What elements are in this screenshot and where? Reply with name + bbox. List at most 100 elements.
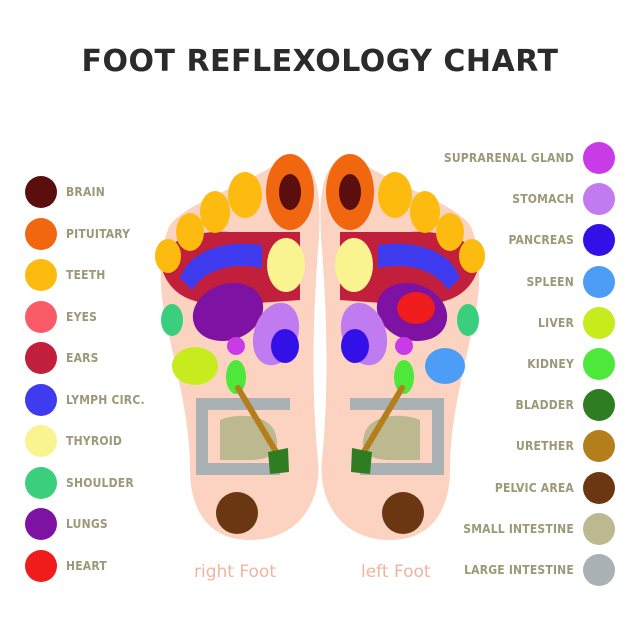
thyroid-zone [267,238,305,292]
legend-swatch [583,471,615,504]
legend-label: EYES [66,309,98,324]
legend-label: HEART [66,558,107,573]
bladder-zone [351,448,372,474]
legend-item-suprarenal-gland: SUPRARENAL GLAND [444,142,615,174]
legend-label: SPLEEN [526,274,574,289]
toe-3 [200,191,230,233]
right-foot [155,154,320,540]
legend-swatch [583,183,615,216]
legend-item-eyes: EYES [25,300,98,333]
legend-item-liver: LIVER [538,306,615,339]
legend-label: LARGE INTESTINE [464,563,574,577]
legend-swatch [25,425,57,457]
legend-swatch [25,176,57,208]
legend-label: URETHER [516,439,574,454]
shoulder-zone [457,304,479,336]
legend-item-pituitary: PITUITARY [25,217,131,250]
legend-swatch [583,224,615,257]
legend-swatch [25,342,57,374]
lymph-zone [378,243,460,290]
left-foot-caption: left Foot [361,562,431,582]
legend-swatch [583,142,615,174]
legend-item-ears: EARS [25,342,99,374]
legend-label: LIVER [538,315,574,330]
legend-item-shoulder: SHOULDER [25,466,134,499]
brain-zone [339,174,361,210]
toe-3 [410,191,440,233]
lungs-zone [192,282,264,342]
ears-zone [340,231,480,305]
legend-swatch [583,348,615,380]
legend-swatch [25,466,57,499]
legend-swatch [583,389,615,422]
legend-swatch [25,549,57,582]
kidney-zone [226,360,246,394]
legend-swatch [583,554,615,586]
legend-label: LUNGS [66,517,108,531]
legend-swatch [25,259,57,291]
legend-item-stomach: STOMACH [512,183,615,216]
legend-swatch [25,217,57,250]
legend-label: KIDNEY [527,357,574,371]
legend-item-urether: URETHER [516,430,615,463]
legend-swatch [583,512,615,545]
legend-swatch [583,306,615,339]
left-foot [320,154,485,540]
legend-label: THYROID [66,434,123,448]
ears-zone [160,231,300,305]
legend-swatch [25,300,57,333]
legend-item-spleen: SPLEEN [526,265,615,298]
spleen-zone [425,348,465,384]
pancreas-zone [271,329,299,363]
legend-label: BRAIN [66,185,105,199]
legend-item-lungs: LUNGS [25,508,108,540]
toe-5 [459,239,485,273]
toe-4 [436,213,464,251]
legend-label: SHOULDER [66,475,134,490]
pelvic-zone [216,492,258,534]
legend-item-kidney: KIDNEY [527,348,615,380]
legend-swatch [25,383,57,416]
legend-item-large-intestine: LARGE INTESTINE [464,554,615,586]
legend-item-brain: BRAIN [25,176,105,208]
toe-5 [155,239,181,273]
lymph-zone [180,243,262,290]
large-intestine-frame [350,398,444,475]
toe-4 [176,213,204,251]
legend-item-small-intestine: SMALL INTESTINE [463,512,615,545]
large-intestine-bottom [360,463,432,475]
pelvic-zone [382,492,424,534]
legend-label: LYMPH CIRC. [66,392,145,407]
legend-label: STOMACH [512,192,574,207]
right-foot-caption: right Foot [194,562,276,582]
brain-zone [279,174,301,210]
suprarenal-zone [395,337,413,355]
legend-item-teeth: TEETH [25,259,106,291]
heart-zone [397,292,435,324]
legend-item-lymph-circ: LYMPH CIRC. [25,383,145,416]
bladder-zone [268,448,289,474]
page-title: FOOT REFLEXOLOGY CHART [81,44,559,79]
legend-swatch [583,265,615,298]
legend-label: PELVIC AREA [494,480,574,495]
legend-item-thyroid: THYROID [25,425,122,457]
toe-2 [378,172,412,218]
pancreas-zone [341,329,369,363]
toe-2 [228,172,262,218]
urether-zone [235,385,281,458]
legend-label: TEETH [66,268,106,282]
urether-zone [359,385,405,458]
legend-item-bladder: BLADDER [515,389,615,422]
legend-label: EARS [66,351,99,365]
shoulder-zone [161,304,183,336]
legend-swatch [25,508,57,540]
legend-item-pancreas: PANCREAS [508,224,615,257]
large-intestine-bottom [208,463,280,475]
large-intestine-frame [196,398,290,475]
legend-label: PITUITARY [66,226,131,241]
legend-label: BLADDER [515,398,574,413]
legend-label: SMALL INTESTINE [463,521,574,536]
suprarenal-zone [227,337,245,355]
legend-item-pelvic-area: PELVIC AREA [494,471,615,504]
